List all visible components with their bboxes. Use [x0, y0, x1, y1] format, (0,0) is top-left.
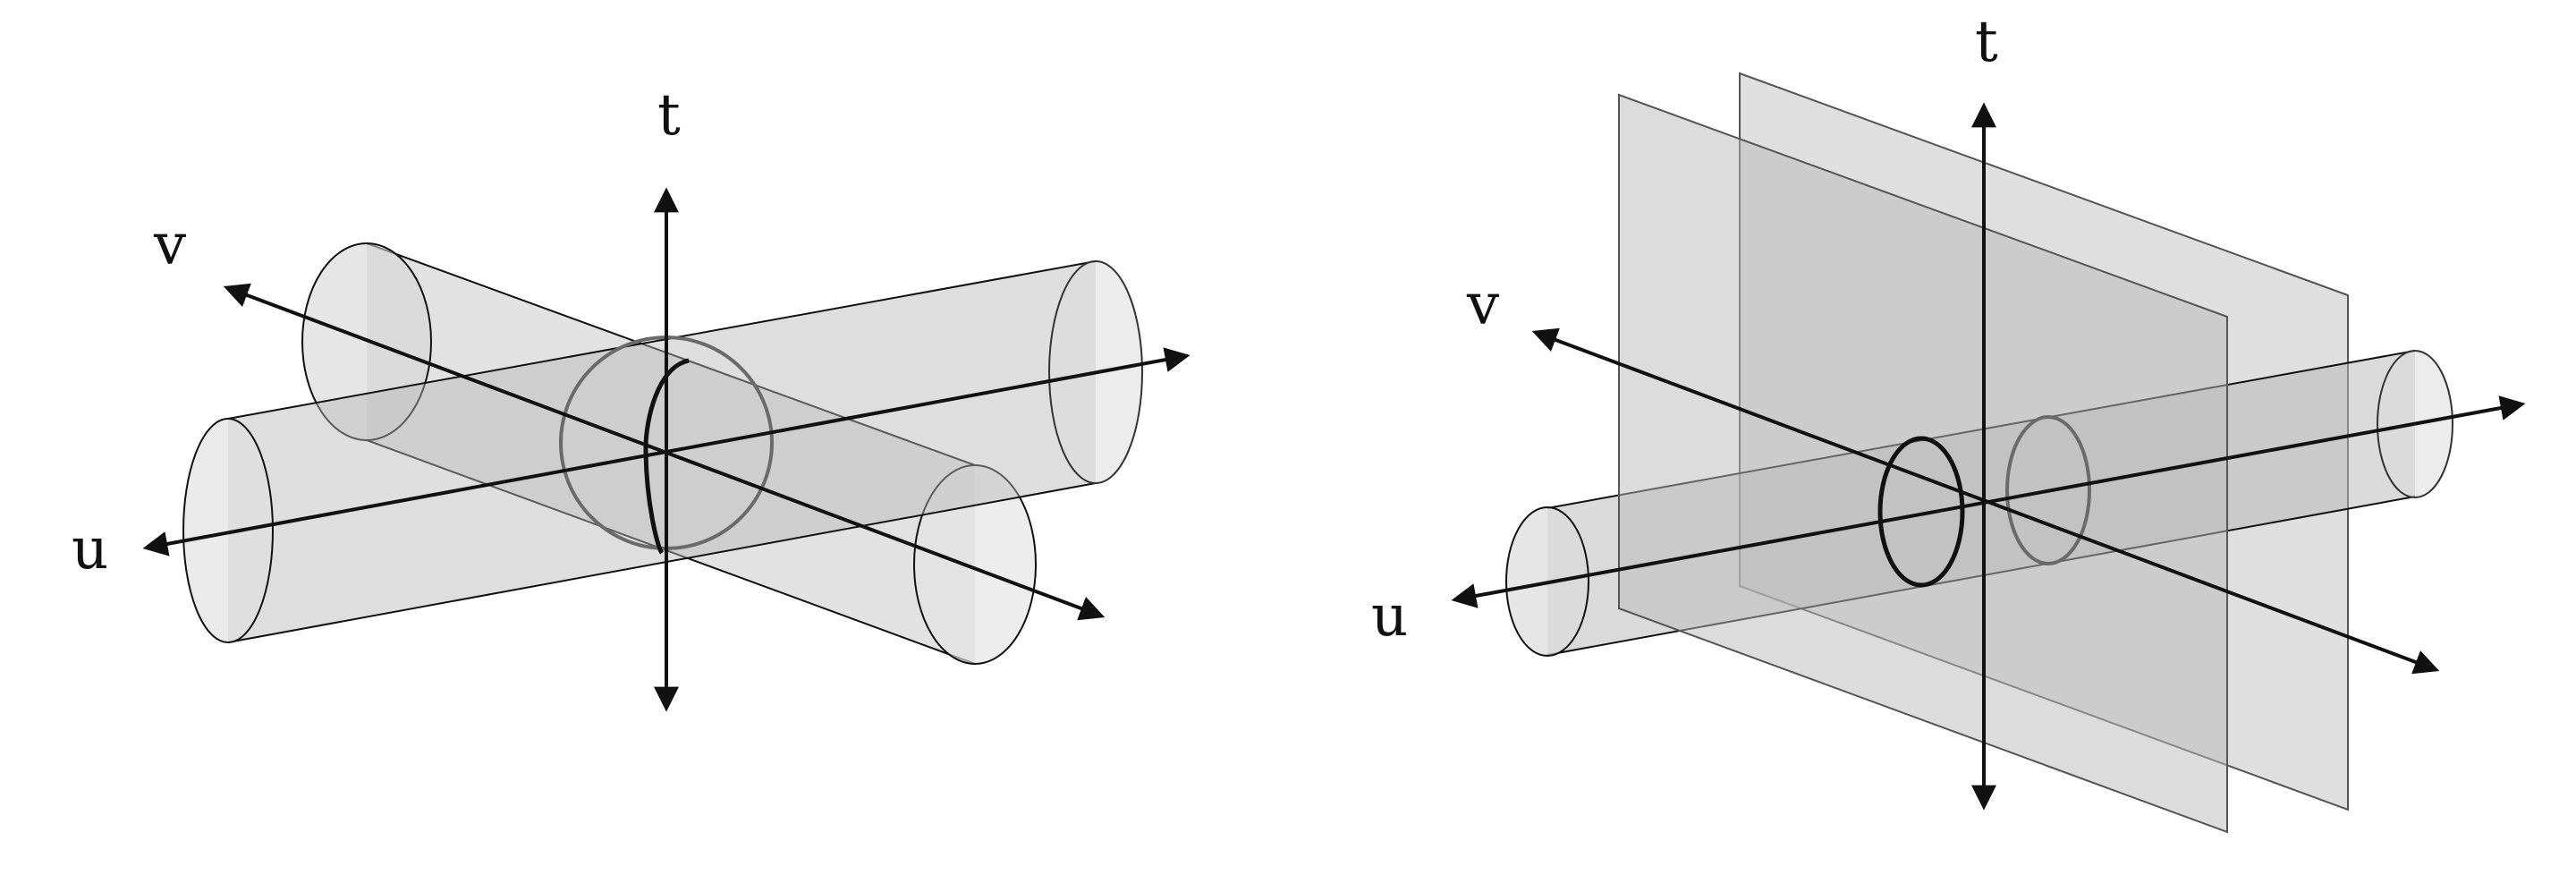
right-panel: t u v	[1371, 9, 2526, 834]
v-axis-label: v	[153, 212, 186, 278]
u-axis-label: u	[72, 516, 108, 582]
cylinder-u-front-cap	[182, 418, 274, 643]
v-axis-right-label: v	[1466, 272, 1499, 338]
plane-front	[1618, 93, 2228, 834]
v-axis-right	[1531, 327, 2440, 675]
left-panel: t u v	[72, 82, 1191, 712]
t-axis-right-label: t	[1975, 9, 1998, 75]
v-axis	[223, 283, 1106, 621]
t-axis-label: t	[657, 82, 681, 149]
u-axis-right-label: u	[1371, 583, 1408, 650]
